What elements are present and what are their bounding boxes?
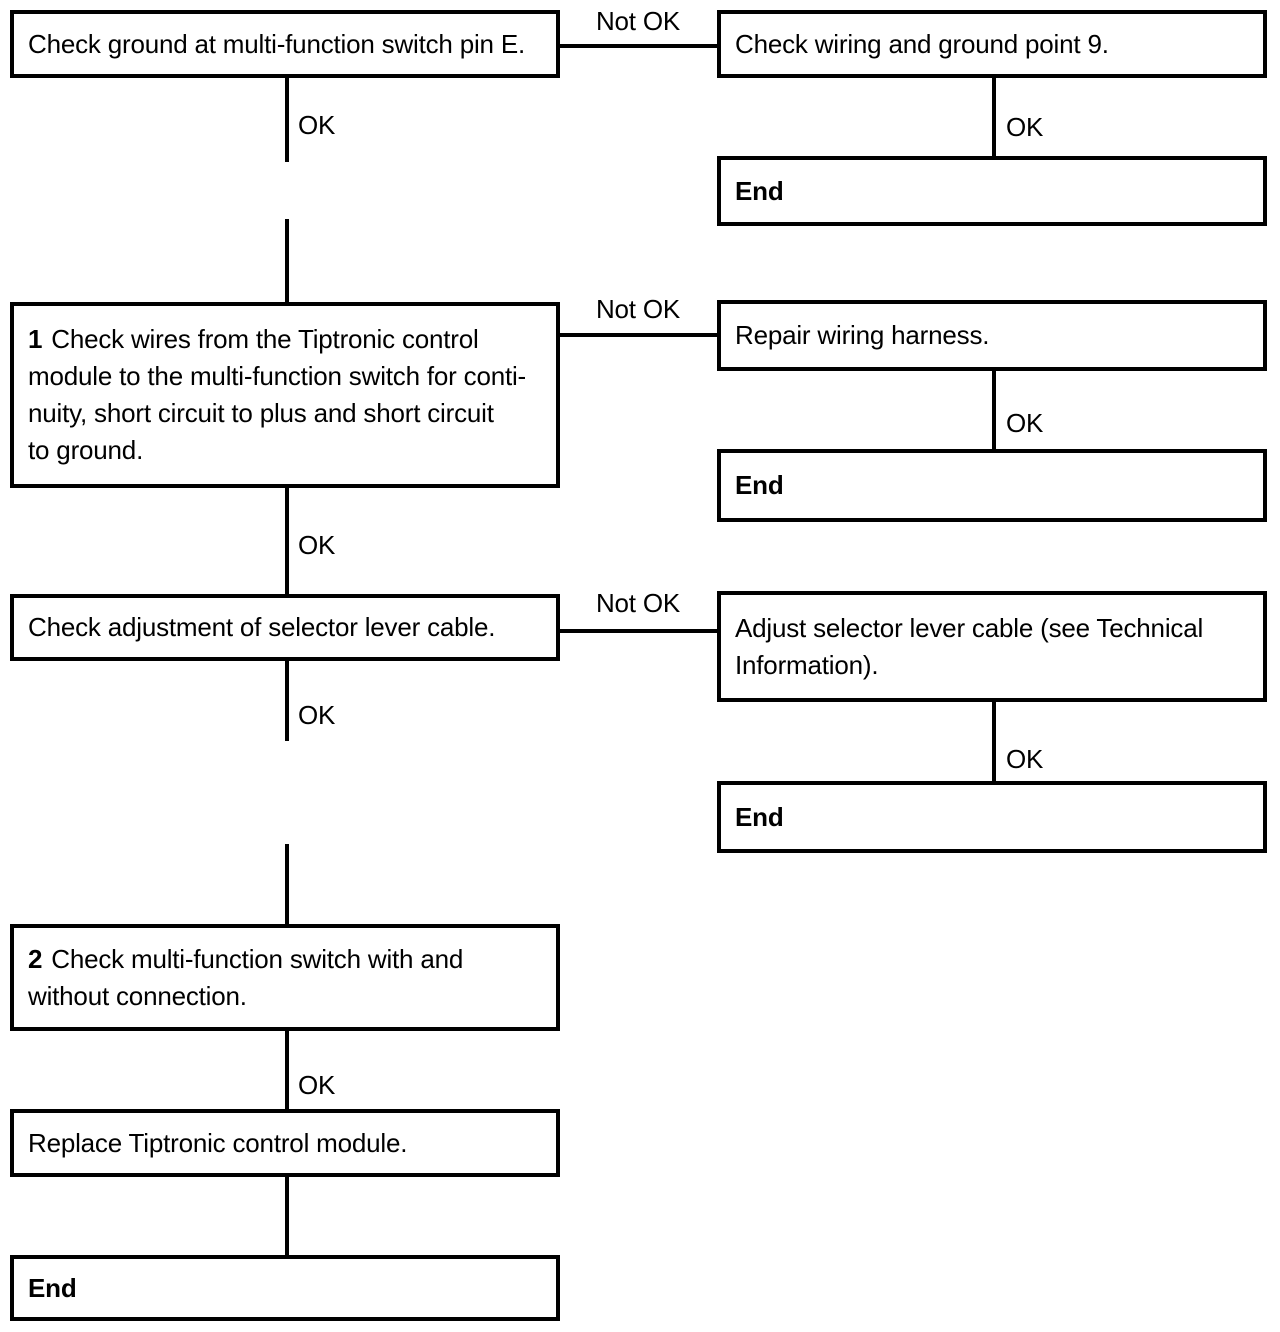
connector-ok-left-4 <box>285 1031 289 1109</box>
connector-ok-left-1a <box>285 78 289 162</box>
connector-ok-right-3 <box>992 702 996 781</box>
node-text: End <box>735 470 784 500</box>
connector-ok-right-2 <box>992 371 996 449</box>
flow-node-check-adjustment: Check adjustment of selector lever cable… <box>10 594 560 661</box>
node-text: Replace Tiptronic control module. <box>28 1127 408 1158</box>
node-text: Check wires from the Tiptronic control m… <box>28 324 527 465</box>
flow-node-adjust-cable: Adjust selector lever cable (see Technic… <box>717 591 1267 702</box>
node-text: Check multi-function switch with and wit… <box>28 943 464 1011</box>
node-text: Check wiring and ground point 9. <box>735 28 1109 59</box>
flow-node-repair-harness: Repair wiring harness. <box>717 300 1267 371</box>
connector-left-5 <box>285 1177 289 1255</box>
not-ok-label: Not OK <box>595 6 681 36</box>
ok-label: OK <box>298 700 336 730</box>
connector-ok-left-1b <box>285 219 289 302</box>
ok-label: OK <box>1006 744 1044 774</box>
flow-node-end-bottom-left: End <box>10 1255 560 1321</box>
node-text: End <box>28 1272 77 1303</box>
ok-label: OK <box>298 1070 336 1100</box>
node-text: Check ground at multi-function switch pi… <box>28 28 525 59</box>
not-ok-label: Not OK <box>595 294 681 324</box>
connector-ok-left-3a <box>285 661 289 741</box>
not-ok-label: Not OK <box>595 588 681 618</box>
connector-ok-left-3b <box>285 844 289 924</box>
flow-node-check-wiring-ground: Check wiring and ground point 9. <box>717 10 1267 78</box>
connector-ok-right-1 <box>992 78 996 156</box>
ok-label: OK <box>298 530 336 560</box>
node-text: Check adjustment of selector lever cable… <box>28 612 496 642</box>
connector-not-ok-1 <box>560 44 717 48</box>
flow-node-check-ground: Check ground at multi-function switch pi… <box>10 10 560 78</box>
connector-not-ok-2 <box>560 333 717 337</box>
flow-node-end-lower-right: End <box>717 781 1267 853</box>
connector-not-ok-3 <box>560 629 717 633</box>
connector-ok-left-2 <box>285 488 289 594</box>
flow-node-replace-module: Replace Tiptronic control module. <box>10 1109 560 1177</box>
step-number: 2 <box>28 943 43 974</box>
node-text: Repair wiring harness. <box>735 320 990 350</box>
node-text: End <box>735 801 784 832</box>
ok-label: OK <box>1006 112 1044 142</box>
node-text: End <box>735 175 784 206</box>
flow-node-end-top-right: End <box>717 156 1267 226</box>
flow-node-end-mid-right: End <box>717 449 1267 522</box>
node-text: Adjust selector lever cable (see Technic… <box>735 612 1204 680</box>
ok-label: OK <box>1006 408 1044 438</box>
step-number: 1 <box>28 324 43 354</box>
ok-label: OK <box>298 110 336 140</box>
